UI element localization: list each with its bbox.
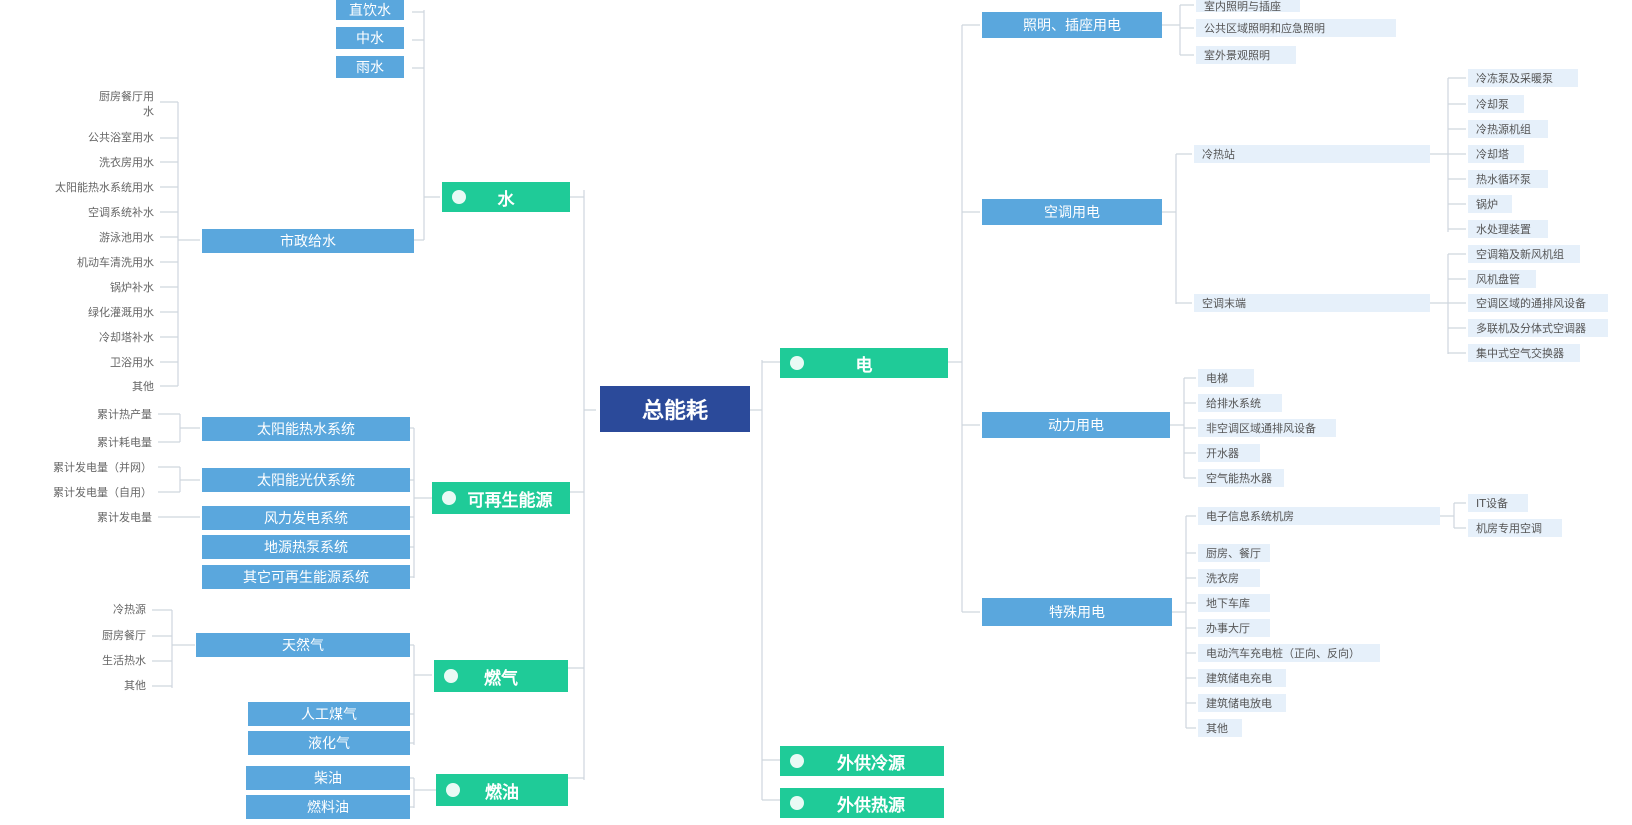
gas-other[interactable]: 液化气 bbox=[248, 731, 410, 755]
elec-special-item: 其他 bbox=[1198, 719, 1242, 737]
elec-hvac-terminal-item: 集中式空气交换器 bbox=[1468, 344, 1580, 362]
category-electricity[interactable]: 电 bbox=[780, 348, 948, 378]
water-use-item: 绿化灌溉用水 bbox=[88, 305, 154, 319]
elec-hvac-station-item: 冷冻泵及采暖泵 bbox=[1468, 69, 1578, 87]
elec-power[interactable]: 动力用电 bbox=[982, 412, 1170, 438]
elec-special-item: 办事大厅 bbox=[1198, 619, 1270, 637]
water-use-item: 公共浴室用水 bbox=[88, 130, 154, 144]
bullet-icon bbox=[790, 796, 804, 810]
bullet-icon bbox=[442, 491, 456, 505]
water-use-item: 冷却塔补水 bbox=[99, 330, 154, 344]
category-label: 电 bbox=[855, 355, 873, 376]
renewable-metric: 累计发电量（并网） bbox=[53, 460, 152, 474]
water-use-item: 洗衣房用水 bbox=[99, 155, 154, 169]
gas-use-item: 生活热水 bbox=[102, 653, 146, 667]
elec-power-item: 空气能热水器 bbox=[1198, 469, 1284, 487]
renewable-system[interactable]: 其它可再生能源系统 bbox=[202, 565, 410, 589]
water-use-item: 其他 bbox=[132, 379, 154, 393]
water-reclaimed[interactable]: 中水 bbox=[336, 27, 404, 49]
water-use-item: 游泳池用水 bbox=[99, 230, 154, 244]
elec-hvac-station-item: 锅炉 bbox=[1468, 195, 1512, 213]
renewable-system[interactable]: 风力发电系统 bbox=[202, 506, 410, 530]
elec-power-item: 开水器 bbox=[1198, 444, 1260, 462]
elec-power-item: 非空调区域通排风设备 bbox=[1198, 419, 1336, 437]
renewable-system[interactable]: 太阳能光伏系统 bbox=[202, 468, 410, 492]
elec-special-item: 地下车库 bbox=[1198, 594, 1270, 612]
elec-special[interactable]: 特殊用电 bbox=[982, 598, 1172, 626]
elec-hvac-station-item: 热水循环泵 bbox=[1468, 170, 1548, 188]
category-label: 水 bbox=[497, 189, 515, 210]
elec-hvac-terminal-item: 空调箱及新风机组 bbox=[1468, 245, 1580, 263]
bullet-icon bbox=[790, 356, 804, 370]
water-municipal[interactable]: 市政给水 bbox=[202, 229, 414, 253]
elec-hvac-terminal-item: 多联机及分体式空调器 bbox=[1468, 319, 1608, 337]
category-label: 燃气 bbox=[484, 668, 518, 689]
category-oil[interactable]: 燃油 bbox=[436, 774, 568, 806]
renewable-metric: 累计耗电量 bbox=[97, 435, 152, 449]
elec-lighting-item: 室内照明与插座 bbox=[1196, 0, 1300, 12]
renewable-metric: 累计热产量 bbox=[97, 407, 152, 421]
gas-use-item: 其他 bbox=[124, 678, 146, 692]
renewable-system[interactable]: 太阳能热水系统 bbox=[202, 417, 410, 441]
gas-use-item: 厨房餐厅 bbox=[102, 628, 146, 642]
elec-server-room-item: IT设备 bbox=[1468, 494, 1528, 512]
elec-special-item: 厨房、餐厅 bbox=[1198, 544, 1270, 562]
elec-hvac-terminal-item: 空调区域的通排风设备 bbox=[1468, 294, 1608, 312]
renewable-system[interactable]: 地源热泵系统 bbox=[202, 535, 410, 559]
water-rain[interactable]: 雨水 bbox=[336, 56, 404, 78]
elec-lighting-item: 室外景观照明 bbox=[1196, 46, 1296, 64]
elec-hvac-station-item: 冷却泵 bbox=[1468, 95, 1524, 113]
bullet-icon bbox=[446, 783, 460, 797]
water-use-item: 厨房餐厅用水 bbox=[99, 90, 154, 118]
elec-hvac-station-item: 冷热源机组 bbox=[1468, 120, 1548, 138]
category-label: 外供热源 bbox=[837, 795, 905, 816]
water-direct-drinking[interactable]: 直饮水 bbox=[336, 0, 404, 20]
water-use-item: 空调系统补水 bbox=[88, 205, 154, 219]
bullet-icon bbox=[444, 669, 458, 683]
category-water[interactable]: 水 bbox=[442, 182, 570, 212]
root-node[interactable]: 总能耗 bbox=[600, 386, 750, 432]
category-label: 燃油 bbox=[485, 782, 519, 803]
category-gas[interactable]: 燃气 bbox=[434, 660, 568, 692]
water-use-item: 锅炉补水 bbox=[110, 280, 154, 294]
bullet-icon bbox=[790, 754, 804, 768]
category-label: 可再生能源 bbox=[467, 490, 553, 511]
elec-server-room: 电子信息系统机房 bbox=[1198, 507, 1440, 525]
elec-hvac-station: 冷热站 bbox=[1194, 145, 1430, 163]
elec-hvac-terminal-item: 风机盘管 bbox=[1468, 270, 1536, 288]
elec-special-item: 建筑储电充电 bbox=[1198, 669, 1286, 687]
category-external-heating[interactable]: 外供热源 bbox=[780, 788, 944, 818]
elec-special-item: 洗衣房 bbox=[1198, 569, 1260, 587]
renewable-metric: 累计发电量 bbox=[97, 510, 152, 524]
elec-power-item: 给排水系统 bbox=[1198, 394, 1282, 412]
elec-special-item: 电动汽车充电桩（正向、反向） bbox=[1198, 644, 1380, 662]
elec-server-room-item: 机房专用空调 bbox=[1468, 519, 1562, 537]
bullet-icon bbox=[452, 190, 466, 204]
elec-hvac-station-item: 水处理装置 bbox=[1468, 220, 1548, 238]
elec-lighting[interactable]: 照明、插座用电 bbox=[982, 12, 1162, 38]
category-label: 外供冷源 bbox=[837, 753, 905, 774]
water-use-item: 卫浴用水 bbox=[110, 355, 154, 369]
category-external-cooling[interactable]: 外供冷源 bbox=[780, 746, 944, 776]
category-renewable[interactable]: 可再生能源 bbox=[432, 482, 570, 514]
elec-hvac[interactable]: 空调用电 bbox=[982, 199, 1162, 225]
elec-hvac-station-item: 冷却塔 bbox=[1468, 145, 1524, 163]
water-use-item: 机动车清洗用水 bbox=[77, 255, 154, 269]
elec-special-item: 建筑储电放电 bbox=[1198, 694, 1286, 712]
elec-lighting-item: 公共区域照明和应急照明 bbox=[1196, 19, 1396, 37]
gas-use-item: 冷热源 bbox=[113, 602, 146, 616]
elec-hvac-terminal: 空调末端 bbox=[1194, 294, 1430, 312]
water-use-item: 太阳能热水系统用水 bbox=[55, 180, 154, 194]
elec-power-item: 电梯 bbox=[1198, 369, 1254, 387]
oil-item[interactable]: 柴油 bbox=[246, 766, 410, 790]
gas-natural[interactable]: 天然气 bbox=[196, 633, 410, 657]
renewable-metric: 累计发电量（自用） bbox=[53, 485, 152, 499]
oil-item[interactable]: 燃料油 bbox=[246, 795, 410, 819]
gas-other[interactable]: 人工煤气 bbox=[248, 702, 410, 726]
